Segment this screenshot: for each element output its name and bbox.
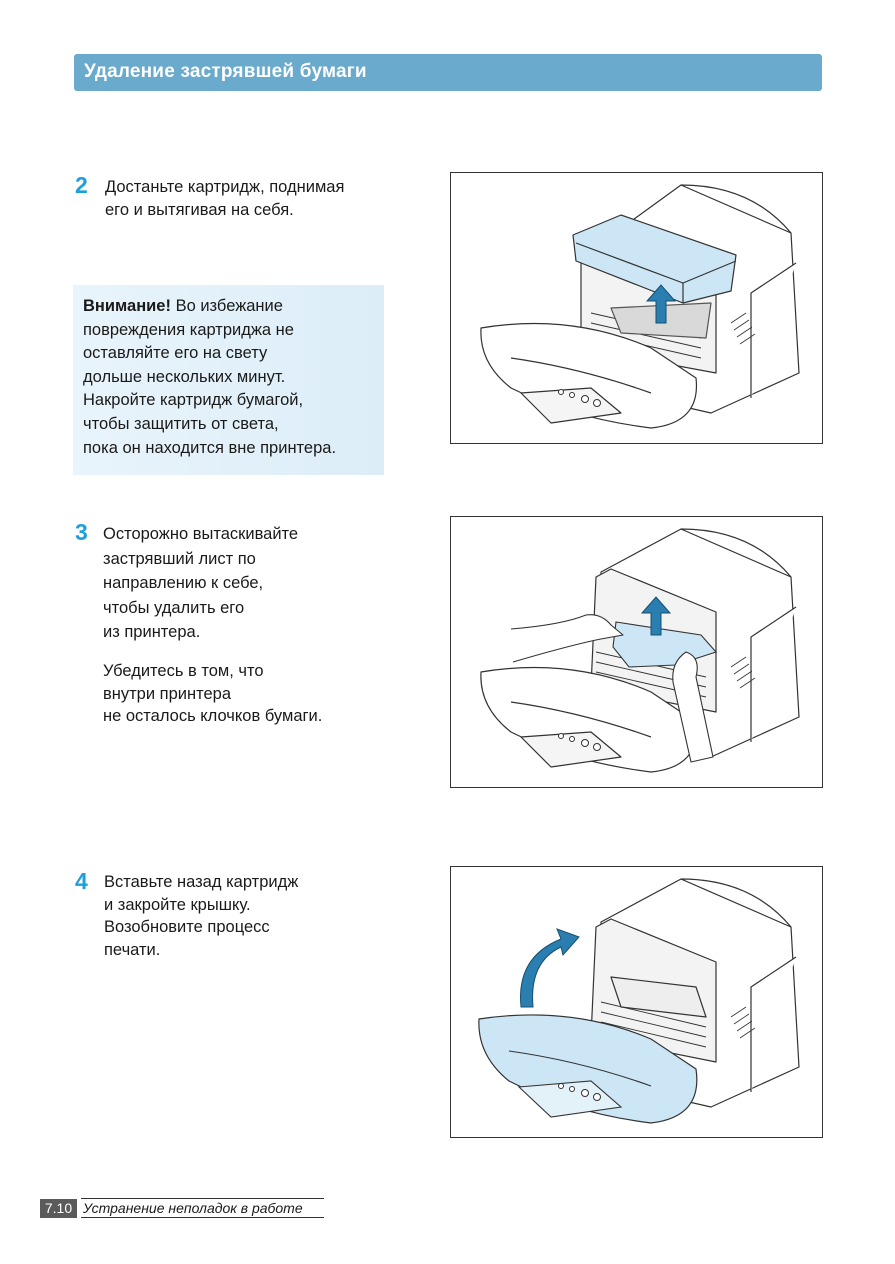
step-3-extra-line: внутри принтера <box>103 684 232 703</box>
warning-line: Во избежание <box>170 297 283 315</box>
step-2-line: его и вытягивая на себя. <box>105 200 294 219</box>
figure-close-cover <box>450 866 823 1138</box>
step-4-line: Возобновите процесс <box>104 918 270 936</box>
warning-note: Внимание! Во избежание повреждения картр… <box>73 285 384 475</box>
step-3-extra-line: Убедитесь в том, что <box>103 662 264 680</box>
step-4-line: и закройте крышку. <box>104 895 251 914</box>
step-2-text: Достаньте картридж, поднимая его и вытяг… <box>105 176 344 221</box>
warning-line: Накройте картридж бумагой, <box>83 391 304 410</box>
step-3-line: Осторожно вытаскивайте <box>103 525 299 543</box>
page-title: Удаление застрявшей бумаги <box>84 61 367 82</box>
footer-rule-top <box>81 1198 324 1199</box>
warning-line: повреждения картриджа не <box>83 320 294 339</box>
warning-line: чтобы защитить от света, <box>83 414 279 433</box>
footer-section-title: Устранение неполадок в работе <box>83 1200 303 1216</box>
step-3-line: застрявший лист по <box>103 549 256 568</box>
footer-rule-bottom <box>81 1217 324 1218</box>
step-3-text: Осторожно вытаскивайте застрявший лист п… <box>103 522 298 645</box>
step-3-line: из принтера. <box>103 623 201 641</box>
step-2-line: Достаньте картридж, поднимая <box>105 178 345 196</box>
section-header: Удаление застрявшей бумаги <box>74 54 822 91</box>
page-number: 7.10 <box>40 1199 77 1218</box>
warning-line: пока он находится вне принтера. <box>83 438 337 457</box>
step-3-extra-text: Убедитесь в том, что внутри принтера не … <box>103 660 322 728</box>
figure-remove-cartridge <box>450 172 823 444</box>
printer-remove-cartridge-illustration <box>480 184 800 429</box>
warning-label: Внимание! <box>83 297 171 315</box>
step-3-number: 3 <box>75 519 88 545</box>
printer-pull-paper-illustration <box>480 528 800 773</box>
step-4-text: Вставьте назад картридж и закройте крышк… <box>104 871 298 961</box>
step-3-line: направлению к себе, <box>103 574 264 592</box>
warning-note-text: Внимание! Во избежание повреждения картр… <box>83 295 336 460</box>
printer-close-cover-illustration <box>478 878 800 1124</box>
step-4-line: Вставьте назад картридж <box>104 873 299 891</box>
step-2-number: 2 <box>75 172 88 198</box>
warning-line: оставляйте его на свету <box>83 344 268 363</box>
figure-pull-paper <box>450 516 823 788</box>
step-4-number: 4 <box>75 868 88 894</box>
step-4-line: печати. <box>104 940 161 959</box>
step-3-line: чтобы удалить его <box>103 598 245 617</box>
warning-line: дольше нескольких минут. <box>83 367 286 386</box>
step-3-extra-line: не осталось клочков бумаги. <box>103 707 323 725</box>
